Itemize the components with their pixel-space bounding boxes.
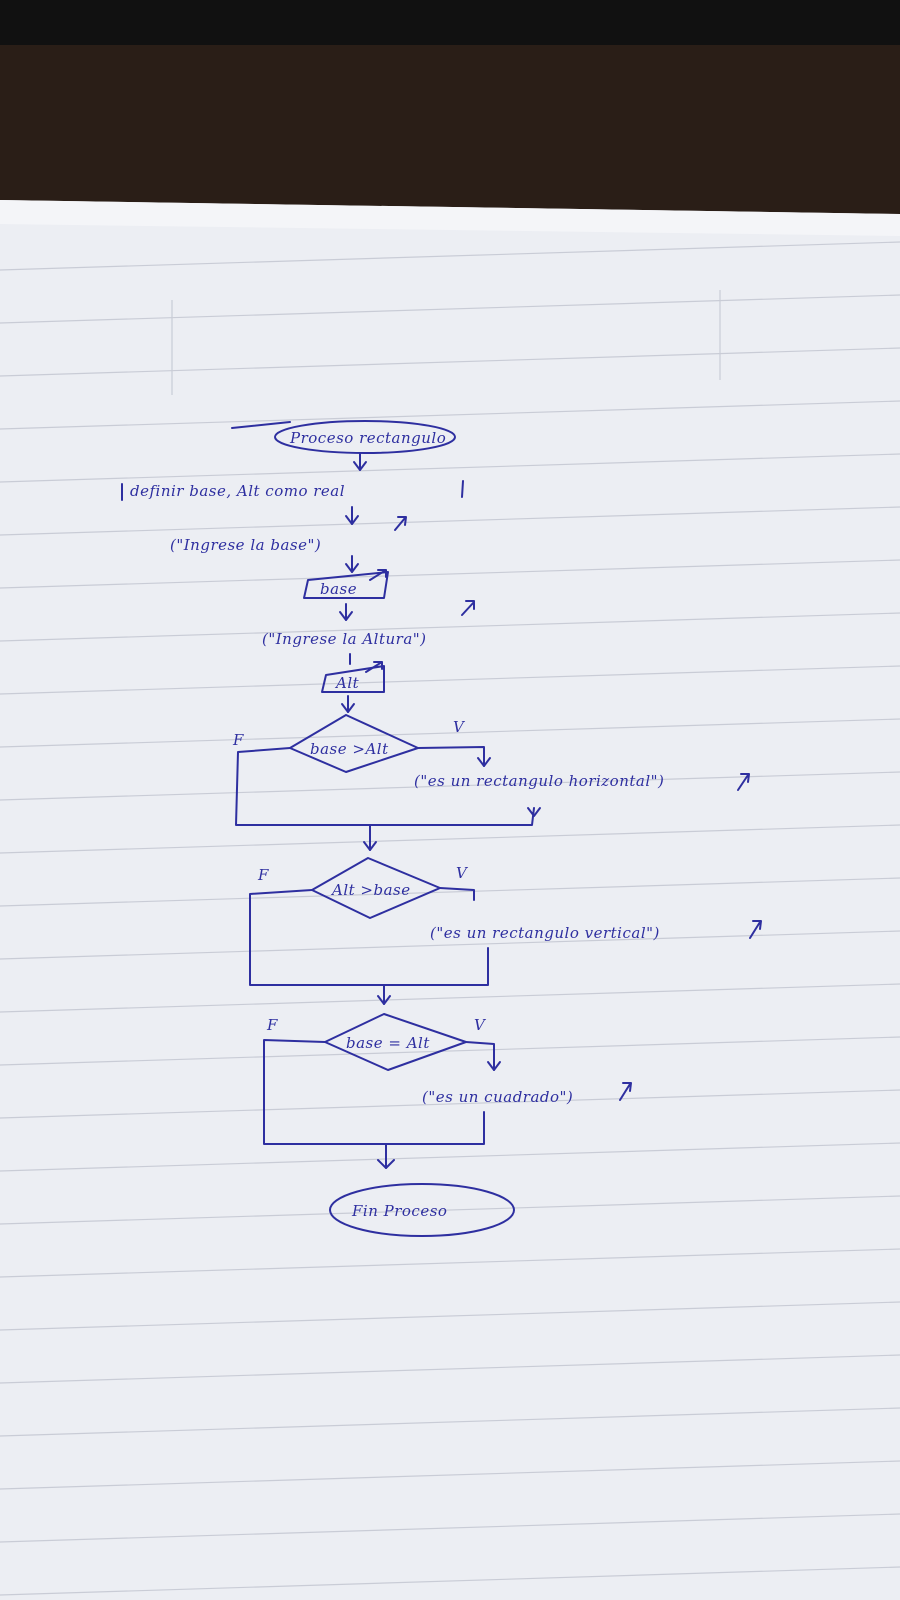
decision-2-true-label: V <box>456 864 469 882</box>
arrowhead <box>353 461 367 471</box>
arrowhead <box>377 995 391 1005</box>
arrowhead <box>377 1159 395 1169</box>
ruled-line <box>0 1354 900 1384</box>
prompt-alt-label: ("Ingrese la Altura") <box>262 630 427 648</box>
end-terminal: Fin Proceso <box>329 1183 515 1237</box>
arrowhead <box>345 563 359 573</box>
ruled-line <box>0 718 900 748</box>
ruled-line <box>0 294 900 324</box>
decision-3-true-label: V <box>474 1016 487 1034</box>
ruled-line <box>0 930 900 960</box>
ruled-line <box>0 453 900 483</box>
input-base-box: base <box>303 569 389 599</box>
decision-2-condition: Alt >base <box>330 881 411 899</box>
decision-2-output: ("es un rectangulo vertical") <box>430 924 660 942</box>
ruled-line <box>0 241 900 271</box>
prompt-base-label: ("Ingrese la base") <box>170 536 321 554</box>
ruled-line <box>0 1248 900 1278</box>
ruled-line <box>0 1566 900 1596</box>
decision-1-true-label: V <box>453 718 466 736</box>
define-label: definir base, Alt como real <box>130 482 345 500</box>
decision-3: base = Alt F V ("es un cuadrado") <box>263 1013 632 1145</box>
start-terminal: Proceso rectangulo <box>231 420 456 454</box>
ruled-line <box>0 347 900 377</box>
ruled-line <box>0 1407 900 1437</box>
paper-shadow <box>0 200 900 236</box>
decision-3-condition: base = Alt <box>346 1034 430 1052</box>
arrowhead <box>339 611 353 621</box>
start-label: Proceso rectangulo <box>289 429 446 447</box>
ruled-line <box>0 1460 900 1490</box>
ruled-line <box>0 983 900 1013</box>
ruled-line <box>0 612 900 642</box>
ruled-line <box>0 877 900 907</box>
ruled-line <box>0 1195 900 1225</box>
ruled-line <box>0 824 900 854</box>
ruled-line <box>0 559 900 589</box>
decision-2-false-label: F <box>257 866 269 884</box>
ruled-line <box>0 1301 900 1331</box>
decision-3-false-label: F <box>266 1016 278 1034</box>
ruled-line <box>0 1089 900 1119</box>
output-prompt-base: ("Ingrese la base") <box>170 516 407 554</box>
ruled-line <box>0 1142 900 1172</box>
monitor-edge <box>0 0 900 45</box>
end-label: Fin Proceso <box>351 1202 447 1220</box>
output-prompt-alt: ("Ingrese la Altura") <box>262 600 475 648</box>
input-alt-box: Alt <box>321 661 385 693</box>
ruled-line <box>0 1513 900 1543</box>
ruled-line <box>0 400 900 430</box>
arrowhead <box>345 515 359 525</box>
ruled-line <box>0 771 900 801</box>
decision-1-false-label: F <box>232 731 244 749</box>
decision-3-output: ("es un cuadrado") <box>422 1088 573 1106</box>
arrowhead <box>363 841 377 851</box>
arrowhead <box>341 703 355 713</box>
decision-1-condition: base >Alt <box>310 740 389 758</box>
paper-sheet <box>0 200 900 1600</box>
flowchart: Proceso rectangulo definir base, Alt com… <box>121 420 762 1237</box>
input-base-label: base <box>320 580 357 598</box>
decision-1-output: ("es un rectangulo horizontal") <box>414 772 664 790</box>
ruled-lines <box>0 241 900 1596</box>
input-alt-label: Alt <box>334 674 360 692</box>
ruled-line <box>0 506 900 536</box>
decision-2: Alt >base F V ("es un rectangulo vertica… <box>249 857 762 986</box>
ruled-line <box>0 1036 900 1066</box>
ruled-line <box>0 665 900 695</box>
decision-1: base >Alt F V ("es un rectangulo horizon… <box>232 714 750 826</box>
define-box: definir base, Alt como real <box>121 480 464 501</box>
